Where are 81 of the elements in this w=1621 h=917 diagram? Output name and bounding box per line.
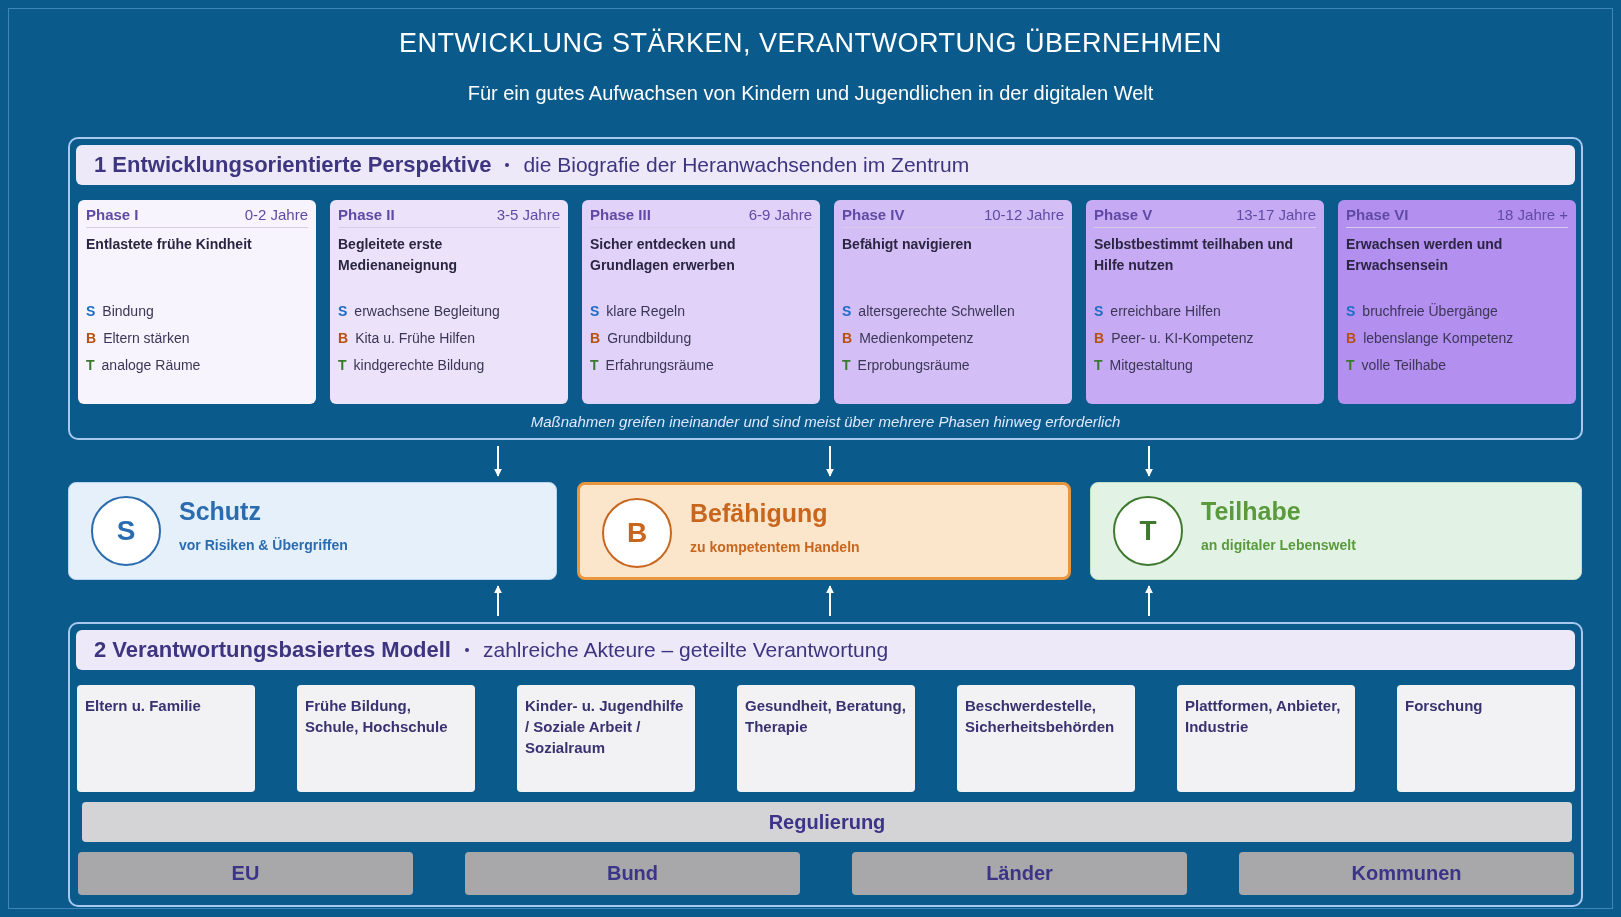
section-panel (68, 622, 1583, 907)
actor-card: Plattformen, Anbieter, Industrie (1177, 685, 1355, 792)
arrow (826, 445, 834, 477)
age-range: 13-17 Jahre (1235, 206, 1316, 223)
level-bar: EU (78, 852, 413, 895)
phase-title: Erwachsen werden und Erwachsensein (1346, 235, 1504, 275)
measure-item: S erwachsene Begleitung (338, 302, 501, 321)
age-range: 3-5 Jahre (496, 206, 560, 223)
goal-box (68, 482, 557, 580)
phase-card (1338, 200, 1576, 404)
section-heading: 2 Verantwortungsbasiertes Modell (94, 637, 451, 663)
age-range: 10-12 Jahre (983, 206, 1064, 223)
arrow (494, 585, 502, 617)
measure-item: T kindgerechte Bildung (338, 356, 486, 375)
goal-title: Schutz (179, 497, 261, 526)
age-range: 18 Jahre + (1496, 206, 1568, 223)
goal-title: Teilhabe (1201, 497, 1301, 526)
phase-label: Phase V (1094, 206, 1153, 223)
actor-card: Eltern u. Familie (77, 685, 255, 792)
section-subheading: die Biografie der Heranwachsenden im Zentrum (523, 153, 970, 177)
level-bar: Bund (465, 852, 800, 895)
phase-card (582, 200, 820, 404)
initial-circle: B (602, 498, 672, 568)
measure-item: B Kita u. Frühe Hilfen (338, 329, 476, 348)
goal-box (1090, 482, 1582, 580)
measure-item: T Erfahrungsräume (590, 356, 715, 375)
goal-subtitle: zu kompetentem Handeln (690, 539, 860, 555)
phase-title: Entlastete frühe Kindheit (86, 235, 253, 254)
level-bar: Länder (852, 852, 1187, 895)
measure-item: T Erprobungsräume (842, 356, 971, 375)
arrow (494, 445, 502, 477)
phase-card (834, 200, 1072, 404)
note: Maßnahmen greifen ineinander und sind meist über mehrere Phasen hinweg erforderlich (529, 413, 1122, 430)
arrow (826, 585, 834, 617)
goal-box (577, 482, 1071, 580)
phase-card (1086, 200, 1324, 404)
actor-card: Forschung (1397, 685, 1575, 792)
measure-item: S altersgerechte Schwellen (842, 302, 1016, 321)
phase-label: Phase IV (842, 206, 905, 223)
measure-item: S Bindung (86, 302, 155, 321)
phase-card (78, 200, 316, 404)
age-range: 0-2 Jahre (244, 206, 308, 223)
measure-item: S klare Regeln (590, 302, 686, 321)
phase-card (330, 200, 568, 404)
measure-item: B Grundbildung (590, 329, 693, 348)
measure-item: S erreichbare Hilfen (1094, 302, 1222, 321)
measure-item: B Medienkompetenz (842, 329, 975, 348)
arrow (1145, 445, 1153, 477)
phase-title: Befähigt navigieren (842, 235, 973, 254)
section-panel (68, 137, 1583, 440)
phase-label: Phase II (338, 206, 395, 223)
phase-title: Sicher entdecken und Grundlagen erwerben (590, 235, 737, 275)
phase-label: Phase I (86, 206, 139, 223)
measure-item: B Peer- u. KI-Kompetenz (1094, 329, 1255, 348)
actor-card: Beschwerdestelle, Sicherheitsbehörden (957, 685, 1135, 792)
initial-circle: S (91, 496, 161, 566)
goal-subtitle: vor Risiken & Übergriffen (179, 537, 348, 553)
phase-title: Selbstbestimmt teilhaben und Hilfe nutzen (1094, 235, 1295, 275)
phase-label: Phase III (590, 206, 651, 223)
measure-item: B Eltern stärken (86, 329, 191, 348)
age-range: 6-9 Jahre (748, 206, 812, 223)
initial-circle: T (1113, 496, 1183, 566)
measure-item: T Mitgestaltung (1094, 356, 1194, 375)
section-heading: 1 Entwicklungsorientierte Perspektive (94, 152, 492, 178)
phase-title: Begleitete erste Medienaneignung (338, 235, 458, 275)
regulation-bar: Regulierung (82, 802, 1572, 842)
arrow (1145, 585, 1153, 617)
actor-card: Kinder- u. Jugendhilfe / Soziale Arbeit / Sozialraum (517, 685, 695, 792)
level-bar: Kommunen (1239, 852, 1574, 895)
measure-item: T volle Teilhabe (1346, 356, 1448, 375)
measure-item: S bruchfreie Übergänge (1346, 302, 1499, 321)
section-subheading: zahlreiche Akteure – geteilte Verantwortung (483, 638, 889, 662)
measure-item: B lebenslange Kompetenz (1346, 329, 1515, 348)
measure-item: T analoge Räume (86, 356, 202, 375)
actor-card: Gesundheit, Beratung, Therapie (737, 685, 915, 792)
goal-subtitle: an digitaler Lebenswelt (1201, 537, 1356, 553)
title: ENTWICKLUNG STÄRKEN, VERANTWORTUNG ÜBERNEHMEN (397, 28, 1224, 59)
actor-card: Frühe Bildung, Schule, Hochschule (297, 685, 475, 792)
goal-title: Befähigung (690, 499, 828, 528)
subtitle: Für ein gutes Aufwachsen von Kindern und Jugendlichen in der digitalen Welt (466, 82, 1155, 105)
phase-label: Phase VI (1346, 206, 1409, 223)
